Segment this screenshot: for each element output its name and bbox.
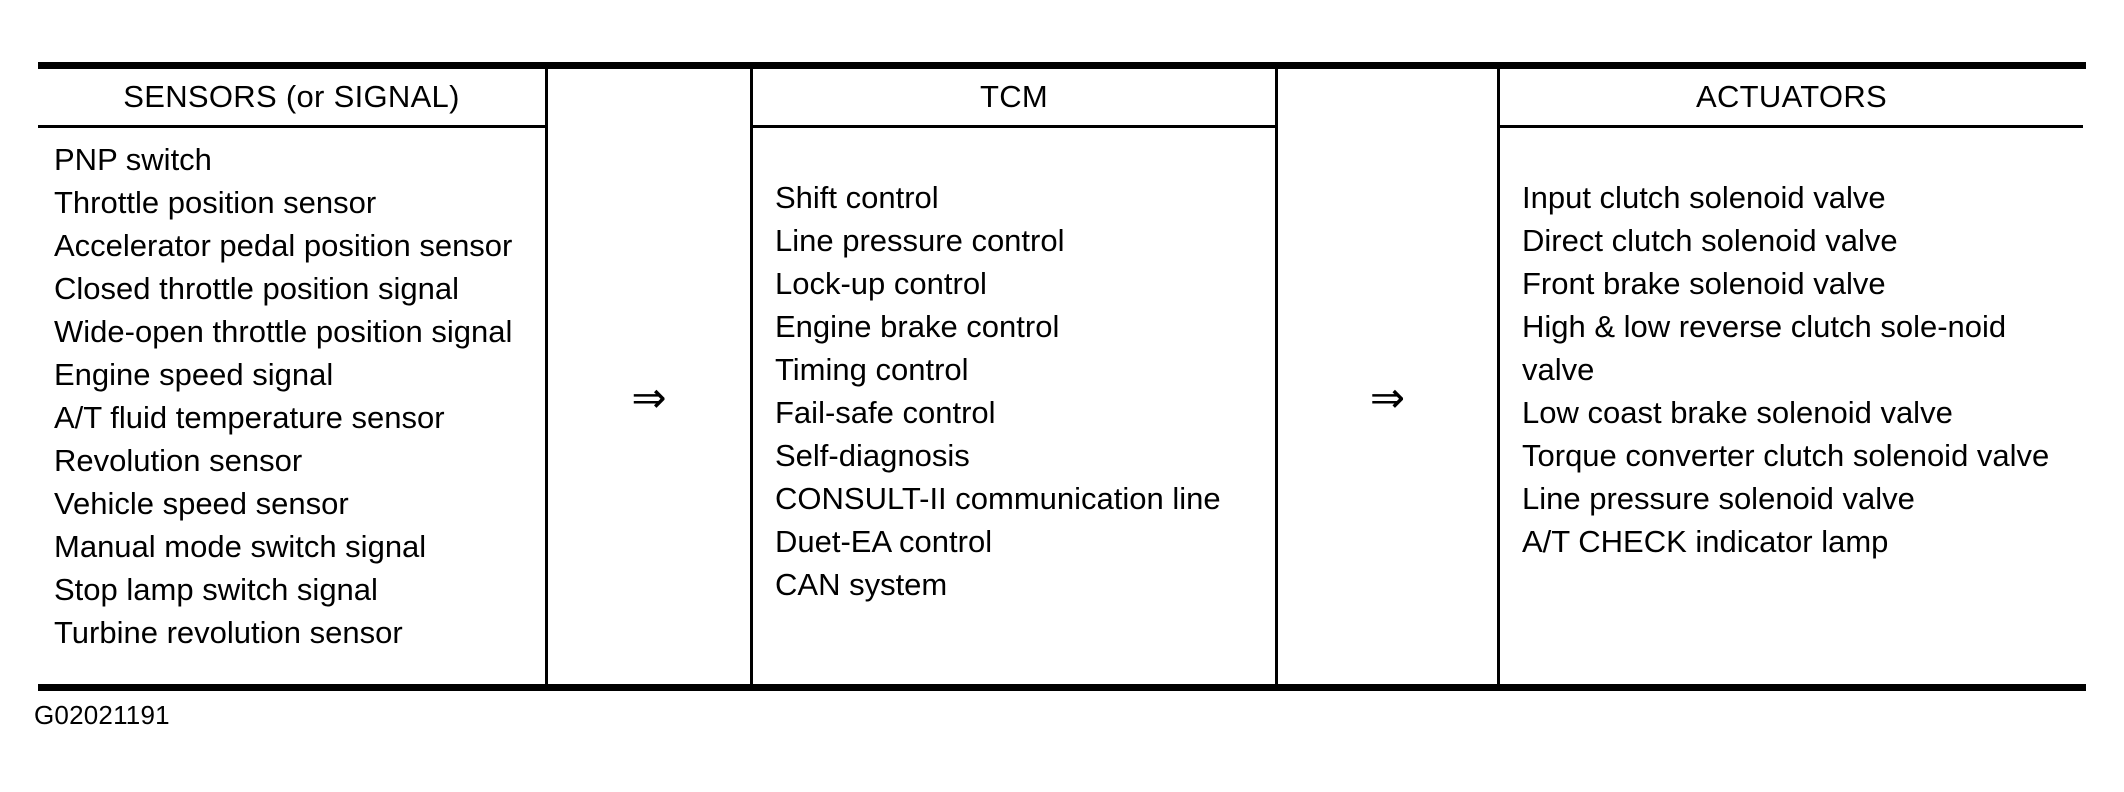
list-item: A/T fluid temperature sensor — [54, 400, 445, 435]
figure-caption: G02021191 — [34, 700, 170, 730]
list-item: Revolution sensor — [54, 443, 303, 478]
column-body-connector-1: ⇒ — [548, 125, 750, 679]
arrow-cell-1: ⇒ — [548, 147, 750, 649]
list-item: PNP switch — [54, 142, 212, 177]
arrow-cell-2: ⇒ — [1278, 147, 1497, 649]
column-header-connector-1 — [548, 69, 750, 125]
list-item: Torque converter clutch solenoid valve — [1522, 438, 2050, 473]
right-double-arrow-icon: ⇒ — [631, 373, 667, 422]
column-body-connector-2: ⇒ — [1278, 125, 1497, 679]
list-item: Low coast brake solenoid valve — [1522, 395, 1953, 430]
table-bottom-rule — [38, 684, 2086, 691]
list-item: Closed throttle position signal — [54, 271, 459, 306]
table-grid: SENSORS (or SIGNAL) PNP switch Throttle … — [38, 69, 2086, 684]
column-header-actuators: ACTUATORS — [1500, 69, 2083, 128]
column-body-sensors: PNP switch Throttle position sensor Acce… — [38, 128, 545, 684]
column-body-tcm: Shift control Line pressure control Lock… — [753, 128, 1275, 636]
list-item: CONSULT-II communication line — [775, 481, 1221, 516]
list-item: Line pressure solenoid valve — [1522, 481, 1915, 516]
list-item: Engine brake control — [775, 309, 1060, 344]
list-item: Throttle position sensor — [54, 185, 377, 220]
tcm-function-list: Shift control Line pressure control Lock… — [775, 176, 1275, 606]
column-header-connector-2 — [1278, 69, 1497, 125]
list-item: Direct clutch solenoid valve — [1522, 223, 1898, 258]
list-item: Shift control — [775, 180, 939, 215]
list-item: Manual mode switch signal — [54, 529, 427, 564]
list-item: Fail-safe control — [775, 395, 996, 430]
actuator-list: Input clutch solenoid valve Direct clutc… — [1522, 176, 2075, 563]
system-flow-table: SENSORS (or SIGNAL) PNP switch Throttle … — [38, 62, 2086, 691]
column-connector-1: ⇒ — [548, 69, 753, 684]
list-item: High & low reverse clutch sole-noid valv… — [1522, 309, 2007, 387]
list-item: Line pressure control — [775, 223, 1065, 258]
list-item: Engine speed signal — [54, 357, 334, 392]
column-header-sensors: SENSORS (or SIGNAL) — [38, 69, 545, 128]
column-sensors: SENSORS (or SIGNAL) PNP switch Throttle … — [38, 69, 548, 684]
right-double-arrow-icon: ⇒ — [1369, 373, 1406, 422]
list-item: Stop lamp switch signal — [54, 572, 378, 607]
table-top-rule — [38, 62, 2086, 69]
list-item: Turbine revolution sensor — [54, 615, 403, 650]
sensor-list: PNP switch Throttle position sensor Acce… — [54, 138, 545, 654]
column-body-actuators: Input clutch solenoid valve Direct clutc… — [1500, 128, 2083, 630]
list-item: Duet-EA control — [775, 524, 993, 559]
column-tcm: TCM Shift control Line pressure control … — [753, 69, 1278, 684]
column-connector-2: ⇒ — [1278, 69, 1500, 684]
list-item: A/T CHECK indicator lamp — [1522, 524, 1889, 559]
list-item: Vehicle speed sensor — [54, 486, 349, 521]
column-actuators: ACTUATORS Input clutch solenoid valve Di… — [1500, 69, 2083, 684]
list-item: Wide-open throttle position signal — [54, 314, 513, 349]
list-item: Input clutch solenoid valve — [1522, 180, 1886, 215]
list-item: Self-diagnosis — [775, 438, 970, 473]
list-item: Timing control — [775, 352, 969, 387]
column-header-tcm: TCM — [753, 69, 1275, 128]
list-item: Accelerator pedal position sensor — [54, 228, 513, 263]
list-item: Lock-up control — [775, 266, 987, 301]
list-item: Front brake solenoid valve — [1522, 266, 1886, 301]
list-item: CAN system — [775, 567, 948, 602]
